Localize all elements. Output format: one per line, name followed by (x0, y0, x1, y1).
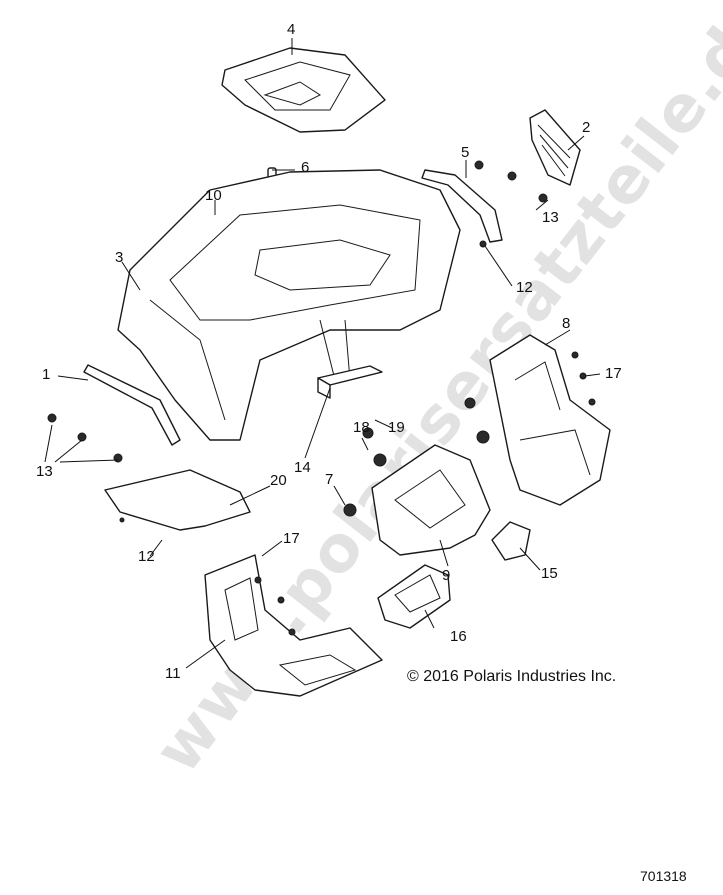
part-1-rail (83, 364, 181, 446)
callout-labels: 4 2 3 5 6 10 13 12 8 1 17 18 19 14 13 20… (36, 21, 622, 682)
callout-3: 3 (115, 249, 123, 266)
callout-17-right: 17 (605, 365, 622, 382)
callout-11: 10 (205, 187, 222, 204)
callout-9: 9 (442, 567, 450, 584)
callout-4: 4 (287, 21, 295, 38)
callout-10: 11 (165, 665, 181, 682)
copyright-notice: © 2016 Polaris Industries Inc. (407, 668, 617, 685)
part-20-panel (104, 469, 251, 531)
callout-17-lower: 17 (283, 530, 300, 547)
callout-1: 1 (42, 366, 50, 383)
callout-2: 2 (582, 119, 590, 136)
callout-7: 7 (325, 471, 333, 488)
callout-12-lower: 12 (138, 548, 155, 565)
part-14-block (317, 365, 383, 399)
callout-8: 8 (562, 315, 570, 332)
part-4-cover (221, 47, 386, 133)
callout-13-right: 13 (542, 209, 559, 226)
callout-6: 6 (301, 159, 309, 176)
part-9-tray (371, 444, 491, 556)
part-16-clip (491, 521, 531, 561)
callout-19: 19 (388, 419, 405, 436)
callout-20: 20 (270, 472, 287, 489)
callout-13-left: 13 (36, 463, 53, 480)
part-8-bin (489, 334, 611, 506)
callout-18: 18 (353, 419, 370, 436)
leader-lines (44, 38, 601, 669)
part-10-bin (204, 554, 383, 697)
part-3-box (117, 169, 461, 441)
part-2-grille (529, 109, 581, 186)
part-15-tray (377, 564, 451, 629)
callout-5: 5 (461, 144, 469, 161)
callout-16: 15 (541, 565, 558, 582)
callout-12-upper: 12 (516, 279, 533, 296)
callout-15: 16 (450, 628, 467, 645)
document-number: 701318 (640, 868, 687, 884)
callout-14: 14 (294, 459, 311, 476)
part-5-rail (421, 169, 503, 243)
fasteners (47, 160, 596, 636)
